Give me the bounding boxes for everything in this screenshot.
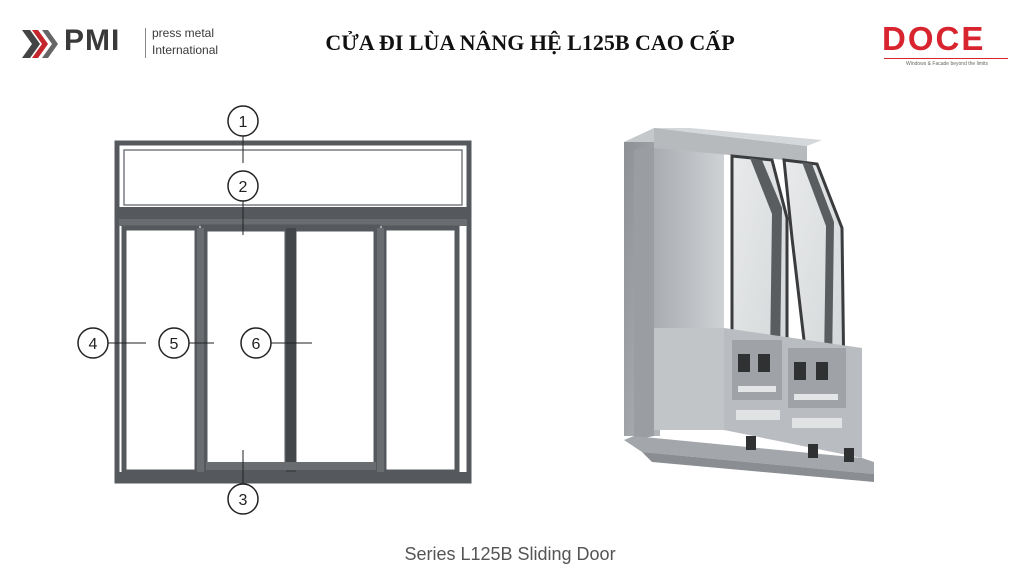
callout-5-label: 5 xyxy=(170,336,179,353)
doce-logo: DOCE Windows & Facade beyond the limits xyxy=(878,20,1013,70)
page-title: CỬA ĐI LÙA NÂNG HỆ L125B CAO CẤP xyxy=(325,30,735,55)
bottom-track xyxy=(206,462,376,470)
callout-3-label: 3 xyxy=(239,492,248,509)
doce-logo-tagline: Windows & Facade beyond the limits xyxy=(906,61,988,67)
top-track xyxy=(119,219,467,226)
doce-logo-rule xyxy=(884,58,1008,59)
callout-4 xyxy=(77,327,109,359)
callout-2-label: 2 xyxy=(239,179,248,196)
left-interlock xyxy=(197,228,204,472)
pmi-logo-word: PMI xyxy=(64,24,121,57)
fixed-panel-right xyxy=(381,225,460,475)
right-interlock xyxy=(377,228,384,472)
pmi-logo-divider xyxy=(145,28,146,58)
callout-2 xyxy=(227,170,259,202)
callout-4-label: 4 xyxy=(89,336,98,353)
pmi-logo: PMI press metal International xyxy=(22,24,218,62)
callout-6 xyxy=(240,327,272,359)
callout-1-label: 1 xyxy=(239,114,248,131)
callout-3 xyxy=(227,483,259,515)
image-caption: Series L125B Sliding Door xyxy=(404,544,616,564)
pmi-chevron-icon xyxy=(22,30,58,58)
door-elevation-diagram: 1 2 3 4 5 6 xyxy=(77,105,472,515)
doce-logo-word: DOCE xyxy=(882,20,986,57)
pmi-logo-line2: International xyxy=(152,43,219,57)
callout-1 xyxy=(227,105,259,137)
transom-bar xyxy=(117,207,469,219)
bottom-sill xyxy=(117,472,469,481)
pmi-logo-line1: press metal xyxy=(152,26,215,40)
sliding-panel-right xyxy=(289,224,381,476)
interlock-stile xyxy=(286,228,296,472)
callout-6-label: 6 xyxy=(252,336,261,353)
callout-5 xyxy=(158,327,190,359)
profile-section-image xyxy=(624,128,874,482)
transom-pane xyxy=(123,149,463,206)
